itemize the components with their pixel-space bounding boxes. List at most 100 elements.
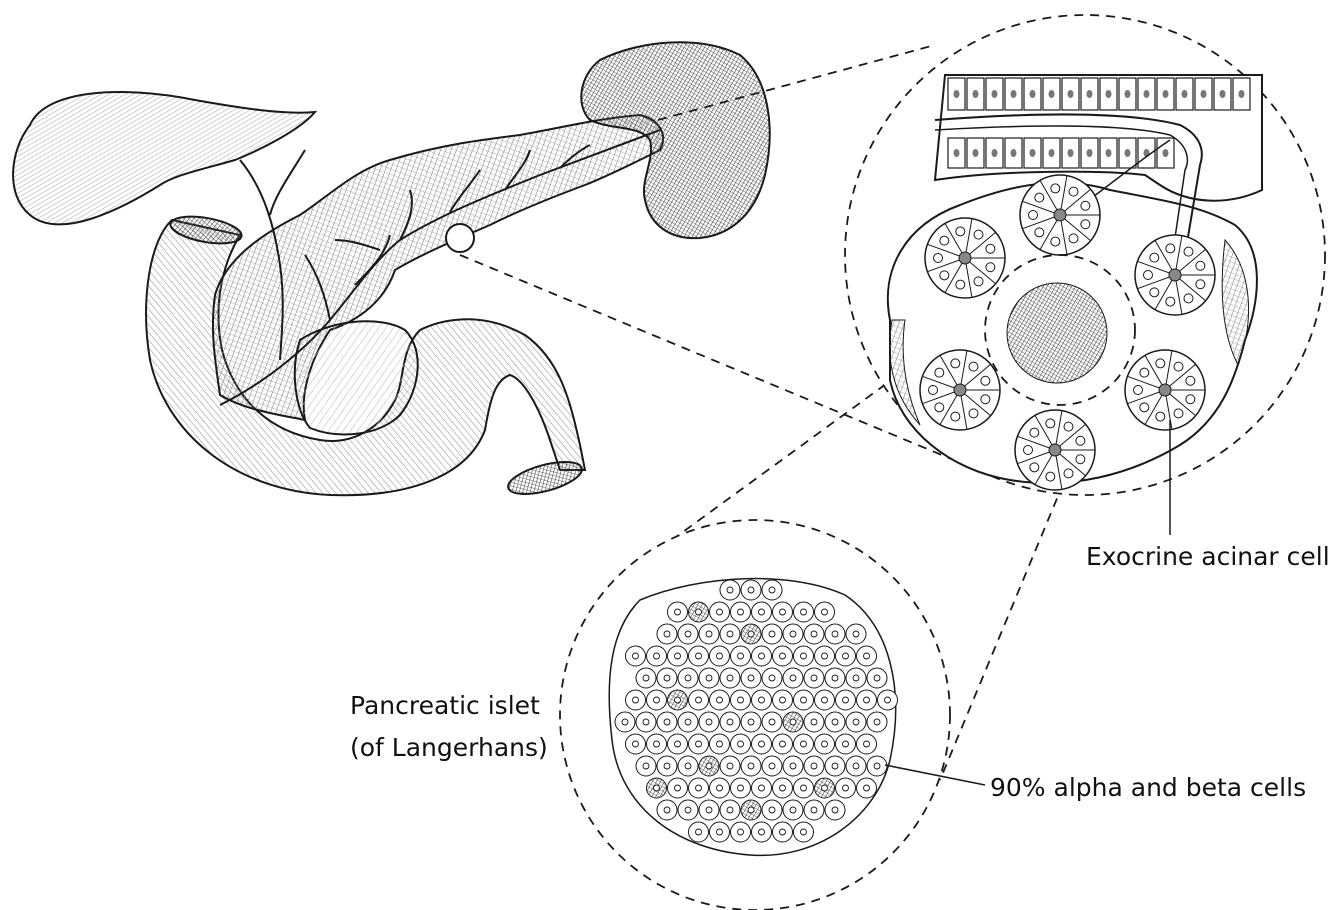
acinar-nucleus bbox=[951, 412, 960, 421]
islet-cell-nucleus bbox=[685, 807, 691, 813]
islet-cell-nucleus bbox=[706, 807, 712, 813]
acinar-nucleus bbox=[956, 227, 965, 236]
islet-cell-nucleus bbox=[769, 719, 775, 725]
islet-cell-nucleus bbox=[864, 697, 870, 703]
islet-cell-nucleus bbox=[769, 763, 775, 769]
islet-cell-nucleus bbox=[717, 697, 723, 703]
islet-cell-nucleus bbox=[811, 719, 817, 725]
islet-cell-nucleus bbox=[811, 763, 817, 769]
acinar-nucleus bbox=[1069, 234, 1078, 243]
acinar-nucleus bbox=[1030, 463, 1039, 472]
islet-cell-nucleus bbox=[780, 785, 786, 791]
acinar-nucleus bbox=[1076, 455, 1085, 464]
acinar-nucleus bbox=[1140, 403, 1149, 412]
islet-cell-nucleus bbox=[738, 653, 744, 659]
islet-cell-nucleus bbox=[769, 587, 775, 593]
islet-cell-nucleus bbox=[664, 675, 670, 681]
islet-cell-nucleus bbox=[654, 653, 660, 659]
duct-cell-nucleus bbox=[954, 90, 960, 98]
islet-cell-nucleus bbox=[748, 587, 754, 593]
duct-cell-nucleus bbox=[1068, 149, 1074, 157]
islet-cell-nucleus bbox=[874, 763, 880, 769]
duct-cell-nucleus bbox=[992, 90, 998, 98]
islet-cell-nucleus bbox=[801, 785, 807, 791]
islet-cell-nucleus bbox=[759, 741, 765, 747]
acinus bbox=[920, 350, 1000, 430]
acinar-nucleus bbox=[1196, 280, 1205, 289]
islet-cell-nucleus bbox=[780, 829, 786, 835]
islet-cell-nucleus bbox=[664, 807, 670, 813]
acinar-nucleus bbox=[929, 386, 938, 395]
islet-cell-nucleus bbox=[801, 697, 807, 703]
islet-cell-nucleus bbox=[717, 609, 723, 615]
islet-cell-nucleus bbox=[864, 653, 870, 659]
acinar-nucleus bbox=[1024, 446, 1033, 455]
duct-cell-nucleus bbox=[1239, 90, 1245, 98]
acinus-lumen bbox=[954, 384, 966, 396]
islet-cell-nucleus bbox=[675, 785, 681, 791]
acinus-lumen bbox=[1169, 269, 1181, 281]
islet-cell-nucleus bbox=[853, 763, 859, 769]
islet-cell-nucleus bbox=[769, 631, 775, 637]
duct-cell-nucleus bbox=[1144, 90, 1150, 98]
duct-cell-nucleus bbox=[1220, 90, 1226, 98]
duct-cell-nucleus bbox=[1106, 149, 1112, 157]
acinar-nucleus bbox=[1184, 294, 1193, 303]
islet-marker bbox=[446, 224, 474, 252]
islet-cell-nucleus bbox=[664, 631, 670, 637]
acinar-nucleus bbox=[974, 230, 983, 239]
acinar-nucleus bbox=[969, 409, 978, 418]
islet-cell-nucleus bbox=[790, 675, 796, 681]
islet-cell-nucleus bbox=[790, 763, 796, 769]
islet-cell-nucleus bbox=[717, 829, 723, 835]
islet-cell-nucleus bbox=[801, 609, 807, 615]
islet-cell-nucleus bbox=[696, 609, 702, 615]
acinus bbox=[1135, 235, 1215, 315]
duct-cell-nucleus bbox=[1030, 90, 1036, 98]
islet-cell-nucleus bbox=[864, 785, 870, 791]
duct-cell-nucleus bbox=[1125, 149, 1131, 157]
islet-cell-nucleus bbox=[832, 807, 838, 813]
islet-cell-nucleus bbox=[790, 807, 796, 813]
islet-cell-nucleus bbox=[664, 719, 670, 725]
islet-label-line2: (of Langerhans) bbox=[350, 732, 548, 764]
acinus-lumen bbox=[1054, 209, 1066, 221]
acinus-zoom bbox=[845, 15, 1325, 535]
acinar-nucleus bbox=[1134, 386, 1143, 395]
acinar-nucleus bbox=[1035, 228, 1044, 237]
acinar-nucleus bbox=[1174, 409, 1183, 418]
acinar-cell-label: Exocrine acinar cell bbox=[1086, 541, 1330, 573]
islet-cell-nucleus bbox=[654, 741, 660, 747]
acinar-nucleus bbox=[1046, 472, 1055, 481]
islet-cell-nucleus bbox=[801, 741, 807, 747]
acinar-nucleus bbox=[986, 244, 995, 253]
acinus bbox=[1020, 175, 1100, 255]
duct-cell-nucleus bbox=[1049, 149, 1055, 157]
islet-cell-nucleus bbox=[759, 785, 765, 791]
islet-cell-nucleus bbox=[685, 631, 691, 637]
islet-cluster-small bbox=[1007, 283, 1107, 383]
duct-cell-nucleus bbox=[1163, 90, 1169, 98]
islet-cell-nucleus bbox=[832, 763, 838, 769]
duct-cell-nucleus bbox=[1011, 90, 1017, 98]
acinar-nucleus bbox=[986, 263, 995, 272]
islet-cell-nucleus bbox=[811, 807, 817, 813]
islet-cell-nucleus bbox=[675, 609, 681, 615]
islet-cell-nucleus bbox=[685, 675, 691, 681]
islet-cell-nucleus bbox=[801, 829, 807, 835]
islet-cell-nucleus bbox=[832, 631, 838, 637]
acinar-nucleus bbox=[934, 254, 943, 263]
islet-cell-nucleus bbox=[727, 719, 733, 725]
acinar-nucleus bbox=[1150, 288, 1159, 297]
duct-cell-nucleus bbox=[973, 149, 979, 157]
islet-cell-nucleus bbox=[727, 807, 733, 813]
duct-cell-nucleus bbox=[1163, 149, 1169, 157]
acinus bbox=[1015, 410, 1095, 490]
islet-cell-nucleus bbox=[759, 653, 765, 659]
hepatic-duct bbox=[270, 150, 305, 215]
islet-cell-nucleus bbox=[633, 697, 639, 703]
acinar-nucleus bbox=[1166, 297, 1175, 306]
islet-cell-nucleus bbox=[853, 719, 859, 725]
islet-cell-nucleus bbox=[675, 741, 681, 747]
acinar-nucleus bbox=[940, 271, 949, 280]
